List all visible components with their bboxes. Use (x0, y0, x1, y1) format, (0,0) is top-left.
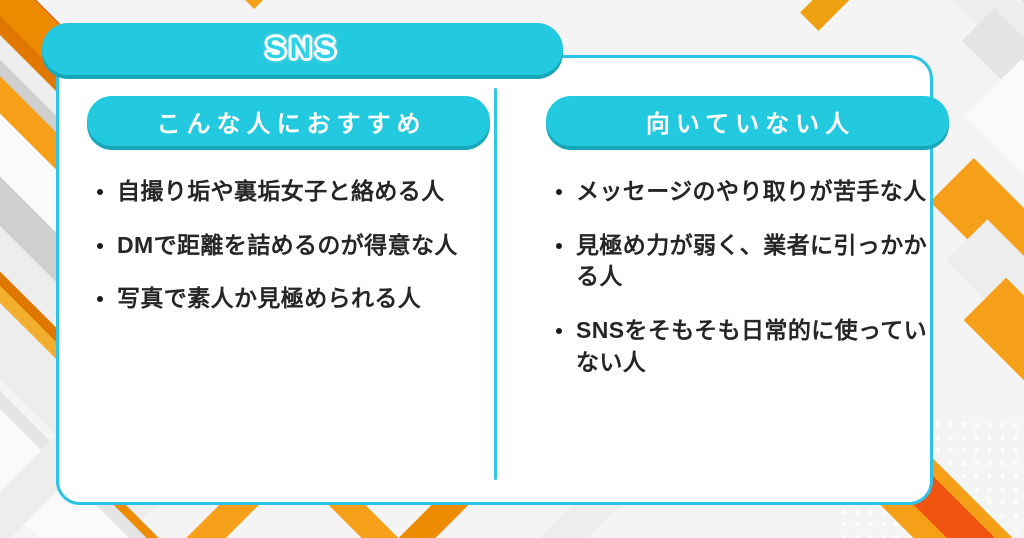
section-heading-not-suited: 向いていない人 (546, 96, 949, 146)
section-heading-label: こんな人におすすめ (156, 110, 427, 138)
bullet-list-recommended: 自撮り垢や裏垢女子と絡める人 DMで距離を詰めるのが得意な人 写真で素人か見極め… (87, 176, 490, 315)
column-recommended: こんな人におすすめ 自撮り垢や裏垢女子と絡める人 DMで距離を詰めるのが得意な人… (59, 58, 516, 502)
section-heading-label: 向いていない人 (645, 110, 856, 138)
bullet-list-not-suited: メッセージのやり取りが苦手な人 見極め力が弱く、業者に引っかかる人 SNSをそも… (546, 176, 949, 379)
list-item: DMで距離を詰めるのが得意な人 (91, 230, 482, 262)
columns-container: こんな人におすすめ 自撮り垢や裏垢女子と絡める人 DMで距離を詰めるのが得意な人… (59, 58, 949, 502)
page-title: SNS (265, 32, 340, 65)
content-card: こんな人におすすめ 自撮り垢や裏垢女子と絡める人 DMで距離を詰めるのが得意な人… (56, 55, 949, 505)
list-item: 見極め力が弱く、業者に引っかかる人 (550, 230, 941, 293)
list-item: メッセージのやり取りが苦手な人 (550, 176, 941, 208)
column-not-suited: 向いていない人 メッセージのやり取りが苦手な人 見極め力が弱く、業者に引っかかる… (516, 58, 975, 502)
list-item: SNSをそもそも日常的に使っていない人 (550, 315, 941, 378)
column-divider (494, 88, 497, 480)
bg-chevron (800, 0, 960, 31)
list-item: 写真で素人か見極められる人 (91, 283, 482, 315)
list-item: 自撮り垢や裏垢女子と絡める人 (91, 176, 482, 208)
section-heading-recommended: こんな人におすすめ (87, 96, 490, 146)
bg-stripe (42, 0, 298, 9)
title-banner: SNS (42, 23, 563, 75)
